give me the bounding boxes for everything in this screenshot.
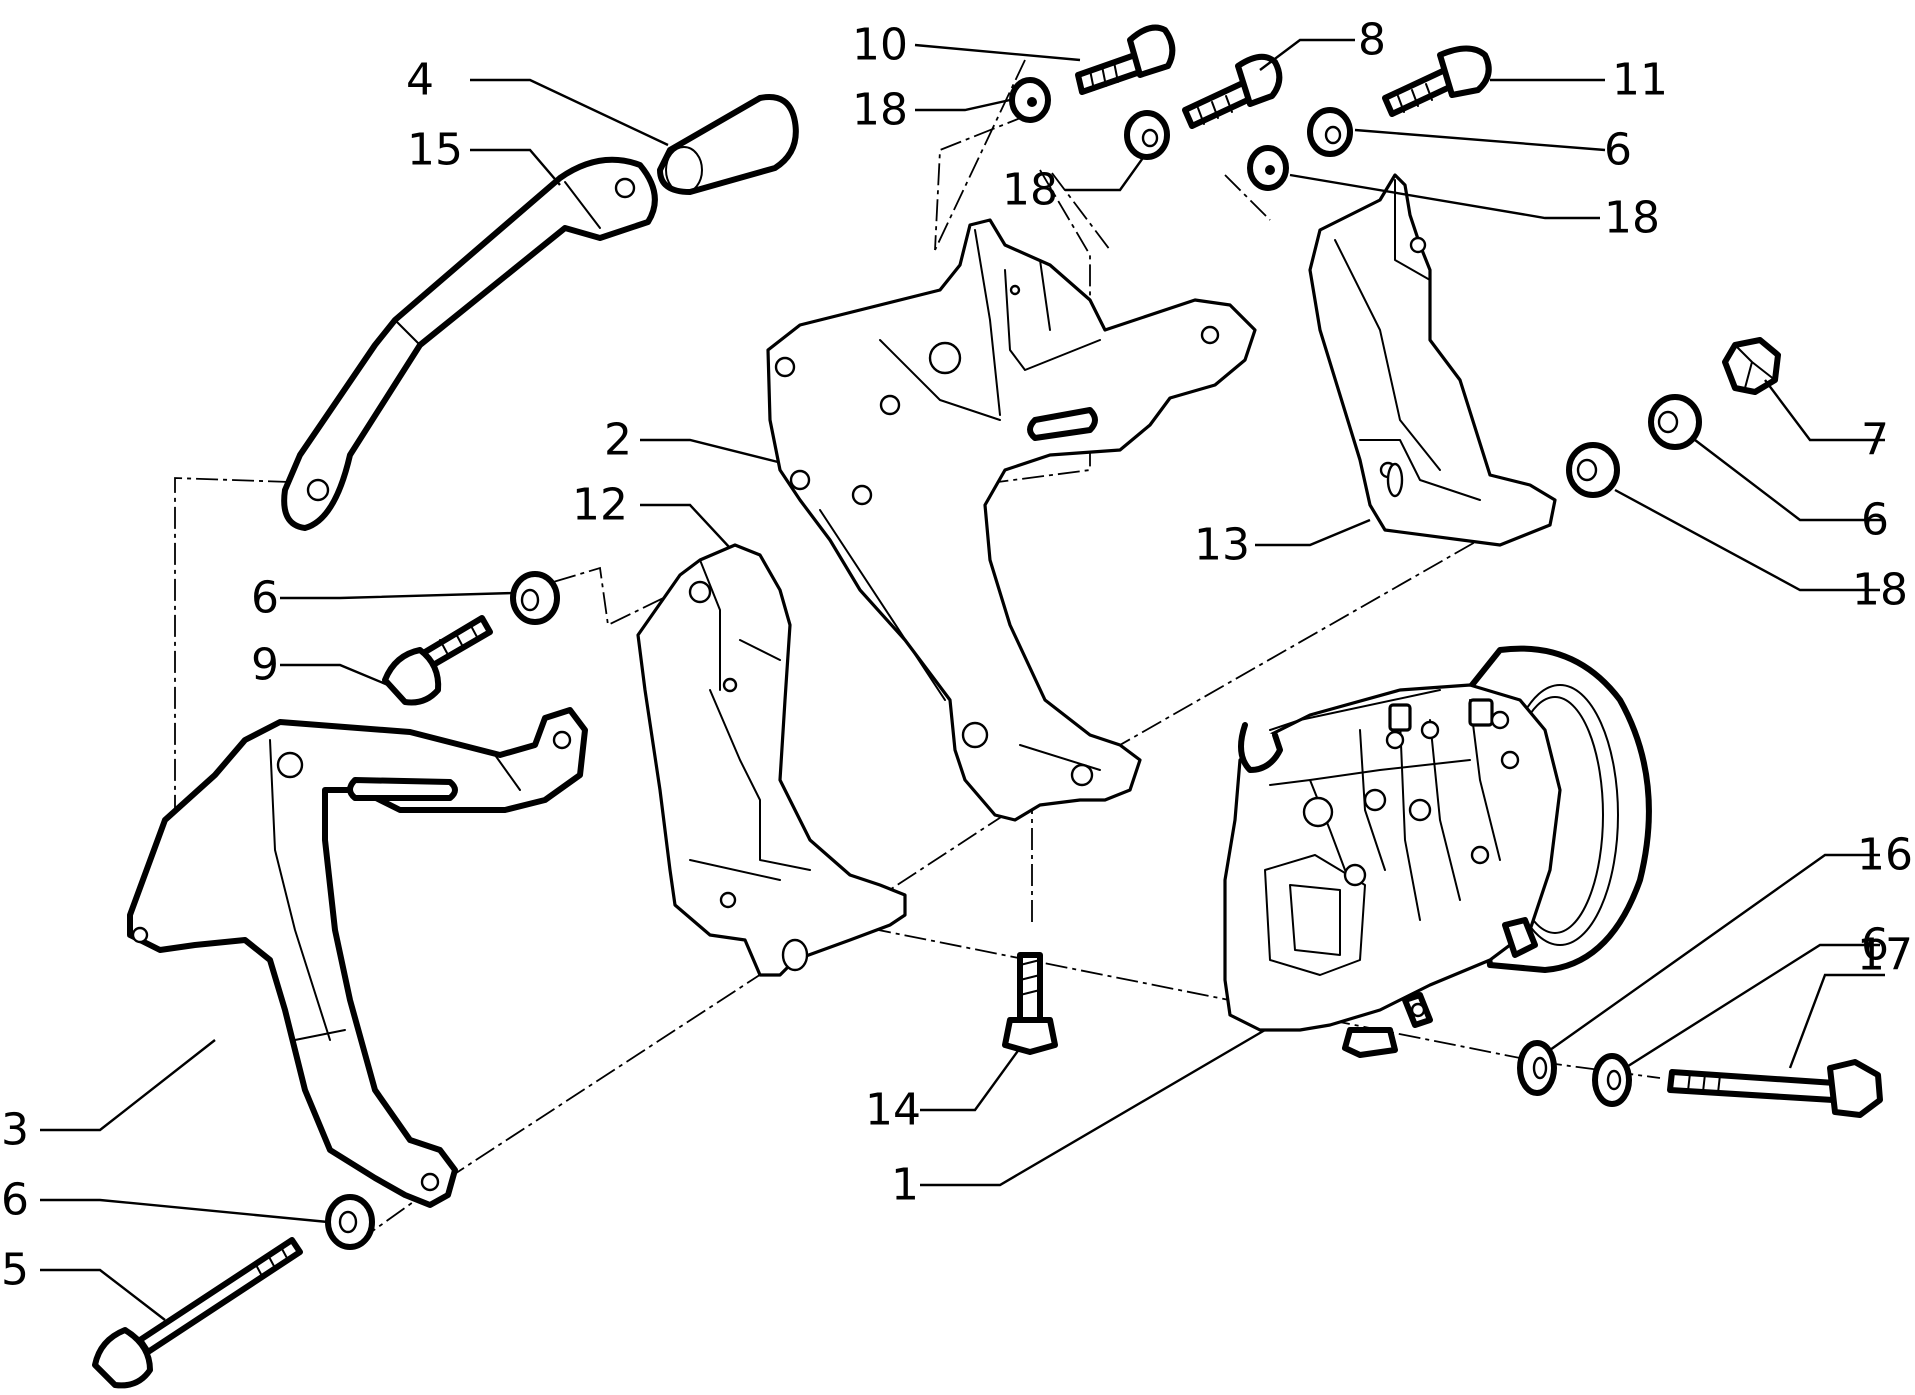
part-11-bolt bbox=[1382, 45, 1492, 117]
callout-4: 4 bbox=[406, 55, 434, 106]
callout-7: 7 bbox=[1861, 415, 1889, 466]
washer-16 bbox=[1517, 1040, 1557, 1096]
callout-8: 8 bbox=[1358, 15, 1386, 66]
washer-6-left bbox=[510, 571, 560, 625]
callout-18: 18 bbox=[1604, 193, 1660, 244]
callout-6: 6 bbox=[251, 573, 279, 624]
callout-17: 17 bbox=[1857, 930, 1913, 981]
callout-labels: 4 15 10 18 8 18 11 6 18 7 6 18 2 12 13 6… bbox=[1, 15, 1913, 1296]
part-9-bolt bbox=[382, 615, 493, 706]
part-14-bolt bbox=[1002, 952, 1058, 1055]
callout-18: 18 bbox=[1002, 165, 1058, 216]
callout-1: 1 bbox=[891, 1160, 919, 1211]
washer-6-bottom bbox=[325, 1194, 375, 1250]
callout-18: 18 bbox=[852, 85, 908, 136]
washer-6-right bbox=[1592, 1053, 1632, 1107]
callout-10: 10 bbox=[852, 20, 908, 71]
part-17-bolt bbox=[1667, 1059, 1883, 1118]
callout-6: 6 bbox=[1604, 125, 1632, 176]
part-7-nut bbox=[1722, 337, 1781, 395]
part-2-main-bracket bbox=[766, 218, 1257, 822]
leader-lines bbox=[40, 38, 1885, 1321]
part-8-bolt bbox=[1182, 53, 1283, 129]
callout-6: 6 bbox=[1, 1175, 29, 1226]
part-1-compressor bbox=[1223, 645, 1652, 1058]
callout-6: 6 bbox=[1861, 495, 1889, 546]
part-3-lower-left-bracket bbox=[127, 707, 588, 1208]
callout-9: 9 bbox=[251, 640, 279, 691]
callout-18: 18 bbox=[1852, 565, 1908, 616]
callout-11: 11 bbox=[1612, 55, 1668, 106]
part-15-support-rod bbox=[281, 156, 658, 531]
washers-top bbox=[1009, 77, 1353, 191]
callout-16: 16 bbox=[1857, 830, 1913, 881]
callout-3: 3 bbox=[1, 1105, 29, 1156]
callout-5: 5 bbox=[1, 1245, 29, 1296]
callout-14: 14 bbox=[865, 1085, 921, 1136]
callout-13: 13 bbox=[1194, 520, 1250, 571]
part-4-spacer-sleeve bbox=[657, 94, 799, 195]
callout-6: 6 bbox=[1861, 920, 1889, 971]
callout-15: 15 bbox=[407, 125, 463, 176]
part-5-bolt bbox=[92, 1237, 303, 1389]
part-12-middle-bracket bbox=[636, 543, 907, 977]
part-13-right-bracket bbox=[1308, 173, 1557, 547]
callout-12: 12 bbox=[572, 480, 628, 531]
callout-2: 2 bbox=[604, 415, 632, 466]
washers-right bbox=[1566, 394, 1702, 498]
part-10-bolt bbox=[1075, 24, 1176, 95]
